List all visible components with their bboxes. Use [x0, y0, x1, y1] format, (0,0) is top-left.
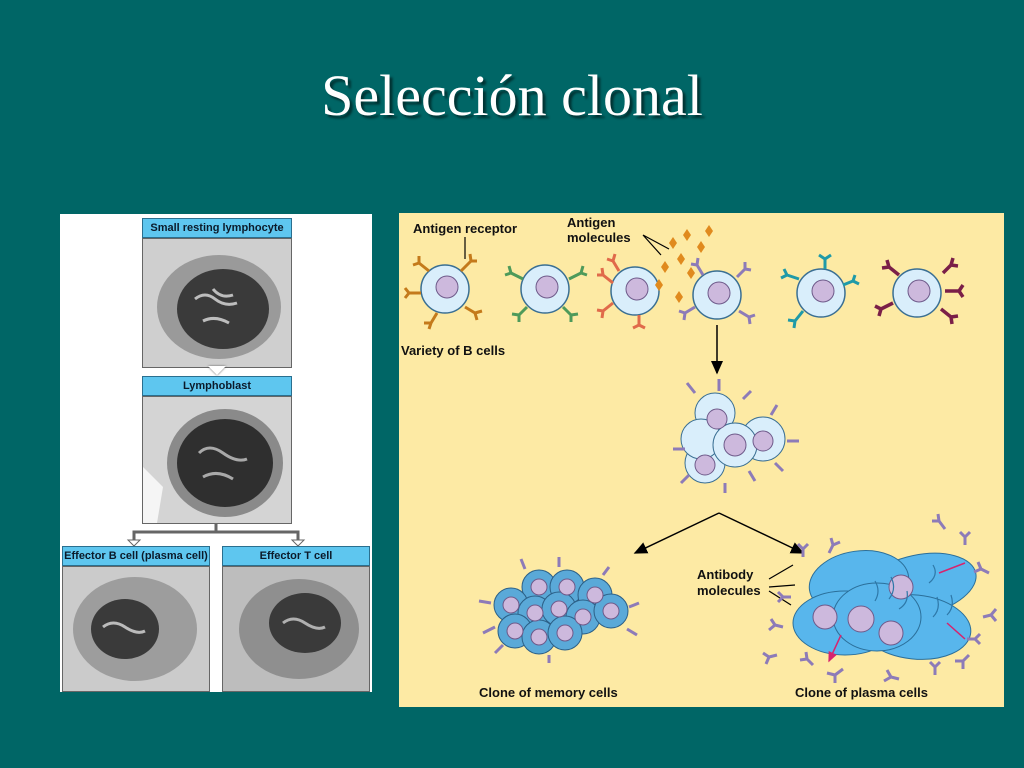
- slide-title: Selección clonal: [321, 63, 703, 128]
- lymphoblast-label: Lymphoblast: [142, 376, 292, 396]
- plasma-er-lines: [874, 564, 953, 618]
- effector-t-drawing: [223, 567, 369, 691]
- antibody-molecules-label-line2: molecules: [697, 583, 761, 598]
- b-cell: [596, 253, 660, 330]
- memory-cell-receptors: [478, 557, 640, 663]
- antibody-molecules-label-line1: Antibody: [697, 567, 754, 582]
- effector-t-cell-label: Effector T cell: [222, 546, 370, 566]
- resting-cell-drawing: [143, 239, 291, 367]
- memory-cell-nuclei: [502, 578, 620, 646]
- antigen-molecules: [655, 225, 713, 303]
- branch-arrows-icon: [126, 524, 306, 546]
- small-resting-lymphocyte-label: Small resting lymphocyte: [142, 218, 292, 238]
- clonal-selection-diagram: Antigen receptor Antigen molecules Varie…: [399, 213, 1004, 707]
- plasma-cell-nuclei: [812, 574, 914, 646]
- lymphoblast-drawing: [143, 397, 291, 523]
- effector-b-cell-image: [62, 566, 210, 692]
- plasma-clone-label: Clone of plasma cells: [795, 685, 928, 700]
- antigen-molecules-label-line1: Antigen: [567, 215, 615, 230]
- b-cell: [874, 257, 965, 325]
- b-cell: [780, 253, 860, 329]
- b-cell-antigen-bound: [678, 257, 756, 325]
- effector-b-drawing: [63, 567, 209, 691]
- proliferating-cell-cluster: [673, 379, 799, 493]
- diagram-svg: Antigen receptor Antigen molecules Varie…: [401, 215, 998, 700]
- antibody-molecules: [762, 513, 998, 683]
- effector-t-cell-image: [222, 566, 370, 692]
- secretion-arrows: [829, 562, 966, 661]
- plasma-arrow: [718, 512, 805, 554]
- antigen-molecules-label-line2: molecules: [567, 230, 631, 245]
- micrograph-figure: Small resting lymphocyte Lymphoblast Eff…: [60, 214, 372, 692]
- b-cell: [403, 253, 483, 330]
- small-resting-lymphocyte-image: [142, 238, 292, 368]
- down-arrow-icon: [208, 366, 226, 375]
- memory-clone-label: Clone of memory cells: [479, 685, 618, 700]
- plasma-cell-clone: [792, 550, 977, 660]
- effector-b-cell-label: Effector B cell (plasma cell): [62, 546, 210, 566]
- memory-arrow: [633, 512, 720, 554]
- lymphoblast-image: [142, 396, 292, 524]
- variety-of-b-cells-label: Variety of B cells: [401, 343, 505, 358]
- b-cell: [504, 264, 588, 322]
- antigen-pointer-lines: [642, 234, 670, 256]
- antigen-receptor-label: Antigen receptor: [413, 221, 517, 236]
